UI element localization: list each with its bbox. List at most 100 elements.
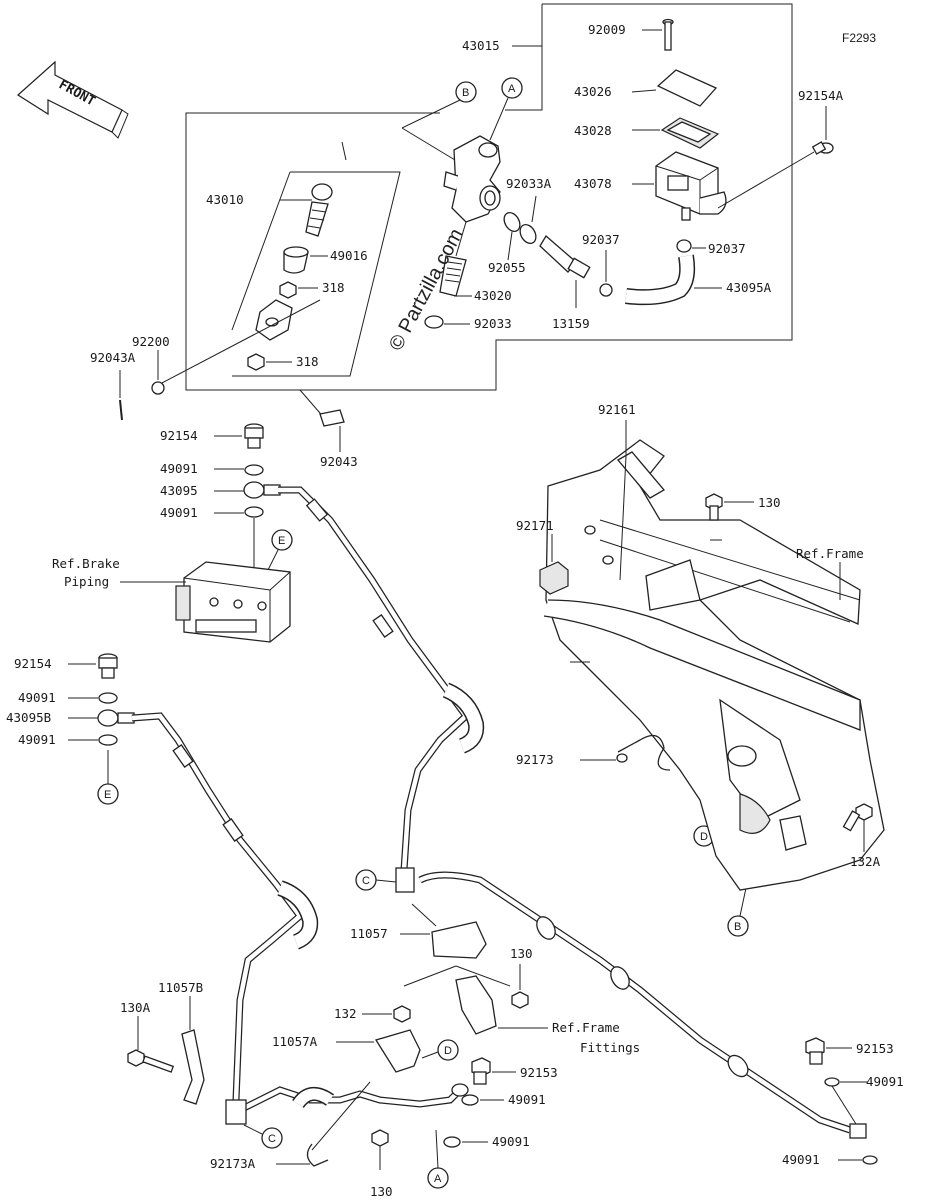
diagram-code: F2293 xyxy=(842,31,876,45)
label-130A: 130A xyxy=(120,1000,151,1015)
nut-318-bottom xyxy=(247,353,292,371)
washer-49091-c xyxy=(98,692,118,704)
callout-b-top: B xyxy=(455,81,477,103)
svg-text:D: D xyxy=(700,831,708,843)
label-92153-right: 92153 xyxy=(856,1041,894,1056)
washer-49091-g xyxy=(824,1077,868,1125)
bolt-92153-right xyxy=(805,1037,852,1065)
washer-49091-h xyxy=(838,1155,878,1165)
diaphragm-43028 xyxy=(632,117,720,149)
callout-c-mid: C xyxy=(355,869,397,891)
boot-49016 xyxy=(283,246,328,274)
label-49091-f: 49091 xyxy=(492,1134,530,1149)
fitting-13159 xyxy=(539,235,591,308)
master-cylinder-boundary xyxy=(185,3,793,391)
screw-92009 xyxy=(642,18,674,51)
label-49091-b: 49091 xyxy=(160,505,198,520)
bolt-132A xyxy=(842,803,873,852)
callout-c-bottom: C xyxy=(243,1124,283,1149)
bolt-130-frame xyxy=(705,493,754,521)
label-318-bottom: 318 xyxy=(296,354,319,369)
callout-e-top: E xyxy=(267,529,293,571)
svg-text:A: A xyxy=(508,83,516,95)
label-92033A: 92033A xyxy=(506,176,552,191)
pad-92161 xyxy=(617,420,665,581)
front-arrow-icon: FRONT xyxy=(17,60,129,139)
svg-text:A: A xyxy=(434,1173,442,1185)
label-43015: 43015 xyxy=(462,38,500,53)
label-92161: 92161 xyxy=(598,402,636,417)
label-11057A: 11057A xyxy=(272,1034,318,1049)
frame-assembly xyxy=(543,439,885,891)
label-318-top: 318 xyxy=(322,280,345,295)
label-92154-lower: 92154 xyxy=(14,656,52,671)
pin-92043A xyxy=(119,370,123,421)
label-49091-a: 49091 xyxy=(160,461,198,476)
label-11057: 11057 xyxy=(350,926,388,941)
washer-92200 xyxy=(151,350,165,395)
label-92055: 92055 xyxy=(488,260,526,275)
bolt-130-mid xyxy=(511,964,529,1009)
label-49091-c: 49091 xyxy=(18,690,56,705)
label-92200: 92200 xyxy=(132,334,170,349)
abs-unit xyxy=(175,561,291,643)
ref-frame-fittings-2: Fittings xyxy=(580,1040,640,1055)
svg-text:B: B xyxy=(734,921,741,933)
label-92043A: 92043A xyxy=(90,350,136,365)
bolt-92154-top xyxy=(214,423,264,449)
master-cylinder-body xyxy=(443,135,501,223)
label-130-mid: 130 xyxy=(510,946,533,961)
label-49091-g: 49091 xyxy=(866,1074,904,1089)
label-130-frame: 130 xyxy=(758,495,781,510)
bolt-92154-lower xyxy=(98,653,118,679)
bracket-11057A xyxy=(336,1029,421,1073)
svg-text:C: C xyxy=(362,875,370,887)
brake-hose-upper xyxy=(278,486,485,871)
brake-hose-lower-right xyxy=(395,867,867,1139)
hose-43095A xyxy=(625,254,722,306)
label-43095: 43095 xyxy=(160,483,198,498)
clamp-92173 xyxy=(580,734,671,771)
label-43078: 43078 xyxy=(574,176,612,191)
lever-subgroup-boundary xyxy=(231,141,401,377)
svg-text:E: E xyxy=(104,789,111,801)
lever-pivot xyxy=(159,299,321,385)
bracket-11057B xyxy=(181,996,205,1105)
frame-fitting-bracket xyxy=(403,965,548,1035)
washer-49091-d xyxy=(98,734,118,746)
svg-text:E: E xyxy=(278,535,285,547)
oring-92033A xyxy=(519,195,537,244)
label-49091-e: 49091 xyxy=(508,1092,546,1107)
damper-92171 xyxy=(539,534,569,595)
oring-92055 xyxy=(503,212,521,261)
label-49016: 49016 xyxy=(330,248,368,263)
bolt-92154A xyxy=(717,106,834,209)
ref-brake-piping-2: Piping xyxy=(64,574,109,589)
circlip-92033 xyxy=(424,315,470,329)
reservoir-cap-43026 xyxy=(631,69,718,107)
label-13159: 13159 xyxy=(552,316,590,331)
banjo-43095B xyxy=(97,709,135,727)
label-92037-right: 92037 xyxy=(708,241,746,256)
label-92037-left: 92037 xyxy=(582,232,620,247)
bolt-130-bottom xyxy=(371,1129,389,1170)
label-92171: 92171 xyxy=(516,518,554,533)
label-43010: 43010 xyxy=(206,192,244,207)
label-43095A: 43095A xyxy=(726,280,772,295)
label-49091-h: 49091 xyxy=(782,1152,820,1167)
label-92043: 92043 xyxy=(320,454,358,469)
svg-text:B: B xyxy=(462,87,469,99)
ref-frame: Ref.Frame xyxy=(796,546,864,561)
label-43020: 43020 xyxy=(474,288,512,303)
washer-49091-e xyxy=(461,1094,504,1106)
label-92173A: 92173A xyxy=(210,1156,256,1171)
reservoir-43078 xyxy=(632,151,727,221)
bolt-92153-mid xyxy=(471,1057,516,1085)
label-92033: 92033 xyxy=(474,316,512,331)
ref-brake-piping-1: Ref.Brake xyxy=(52,556,120,571)
pin-92043 xyxy=(299,389,345,452)
washer-49091-a xyxy=(214,464,264,476)
label-43028: 43028 xyxy=(574,123,612,138)
label-92173: 92173 xyxy=(516,752,554,767)
